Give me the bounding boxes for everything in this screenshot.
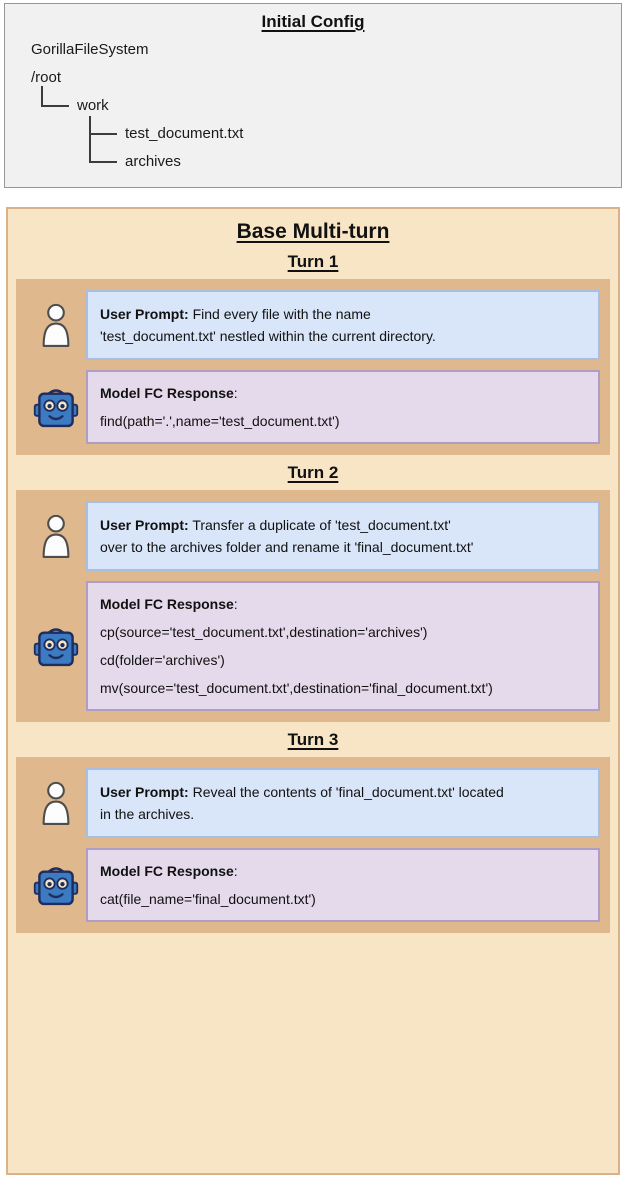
turn-2-title: Turn 2 bbox=[287, 463, 339, 482]
model-response-bubble: Model FC Response: cat(file_name='final_… bbox=[86, 848, 600, 922]
tree-connector-line bbox=[89, 133, 117, 135]
user-prompt-label: User Prompt: bbox=[100, 517, 189, 533]
tree-connector-line bbox=[41, 86, 43, 107]
user-prompt-label: User Prompt: bbox=[100, 306, 189, 322]
turn-1-section: Turn 1 User Prompt: Find every file with… bbox=[8, 252, 618, 455]
turn-1-card: User Prompt: Find every file with the na… bbox=[16, 279, 610, 455]
function-call: cd(folder='archives') bbox=[100, 652, 225, 668]
model-response-colon: : bbox=[233, 596, 238, 612]
user-icon bbox=[26, 780, 86, 826]
function-call: mv(source='test_document.txt',destinatio… bbox=[100, 680, 493, 696]
user-prompt-text: Transfer a duplicate of 'test_document.t… bbox=[100, 517, 474, 555]
filesystem-name: GorillaFileSystem bbox=[31, 41, 149, 58]
function-call: cp(source='test_document.txt',destinatio… bbox=[100, 624, 428, 640]
model-message-row: Model FC Response: cat(file_name='final_… bbox=[26, 848, 600, 922]
model-message-row: Model FC Response: find(path='.',name='t… bbox=[26, 370, 600, 444]
model-response-bubble: Model FC Response: cp(source='test_docum… bbox=[86, 581, 600, 711]
user-prompt-text: Reveal the contents of 'final_document.t… bbox=[100, 784, 504, 822]
user-prompt-bubble: User Prompt: Reveal the contents of 'fin… bbox=[86, 768, 600, 838]
user-message-row: User Prompt: Transfer a duplicate of 'te… bbox=[26, 501, 600, 571]
tree-item-test-document: test_document.txt bbox=[125, 125, 244, 142]
function-call: cat(file_name='final_document.txt') bbox=[100, 891, 316, 907]
initial-config-panel: Initial Config GorillaFileSystem /root w… bbox=[4, 3, 622, 188]
model-response-label: Model FC Response bbox=[100, 596, 234, 612]
robot-icon bbox=[26, 385, 86, 430]
user-prompt-label: User Prompt: bbox=[100, 784, 189, 800]
turn-2-section: Turn 2 User Prompt: Transfer a duplicate… bbox=[8, 463, 618, 722]
robot-icon bbox=[26, 863, 86, 908]
model-response-colon: : bbox=[233, 863, 238, 879]
user-prompt-bubble: User Prompt: Transfer a duplicate of 'te… bbox=[86, 501, 600, 571]
file-tree: GorillaFileSystem /root work test_docume… bbox=[5, 36, 621, 176]
turn-3-section: Turn 3 User Prompt: Reveal the contents … bbox=[8, 730, 618, 933]
base-multiturn-panel: Base Multi-turn Turn 1 User Prompt: Find… bbox=[6, 207, 620, 1175]
model-response-label: Model FC Response bbox=[100, 863, 234, 879]
user-prompt-text: Find every file with the name 'test_docu… bbox=[100, 306, 436, 344]
model-message-row: Model FC Response: cp(source='test_docum… bbox=[26, 581, 600, 711]
model-response-header: Model FC Response: bbox=[100, 590, 586, 618]
function-call: find(path='.',name='test_document.txt') bbox=[100, 413, 340, 429]
model-response-header: Model FC Response: bbox=[100, 857, 586, 885]
turn-1-title: Turn 1 bbox=[287, 252, 339, 271]
tree-item-archives: archives bbox=[125, 153, 181, 170]
tree-item-root: /root bbox=[31, 69, 62, 86]
turn-3-title: Turn 3 bbox=[287, 730, 339, 749]
model-response-bubble: Model FC Response: find(path='.',name='t… bbox=[86, 370, 600, 444]
initial-config-title: Initial Config bbox=[261, 12, 365, 31]
turn-3-card: User Prompt: Reveal the contents of 'fin… bbox=[16, 757, 610, 933]
robot-icon bbox=[26, 624, 86, 669]
tree-connector-line bbox=[41, 105, 69, 107]
model-response-header: Model FC Response: bbox=[100, 379, 586, 407]
tree-item-work: work bbox=[77, 97, 109, 114]
base-multiturn-title: Base Multi-turn bbox=[236, 220, 390, 243]
model-response-label: Model FC Response bbox=[100, 385, 234, 401]
turn-2-card: User Prompt: Transfer a duplicate of 'te… bbox=[16, 490, 610, 722]
user-message-row: User Prompt: Reveal the contents of 'fin… bbox=[26, 768, 600, 838]
tree-connector-line bbox=[89, 161, 117, 163]
user-prompt-bubble: User Prompt: Find every file with the na… bbox=[86, 290, 600, 360]
user-icon bbox=[26, 513, 86, 559]
tree-connector-line bbox=[89, 116, 91, 163]
user-message-row: User Prompt: Find every file with the na… bbox=[26, 290, 600, 360]
user-icon bbox=[26, 302, 86, 348]
model-response-colon: : bbox=[233, 385, 238, 401]
